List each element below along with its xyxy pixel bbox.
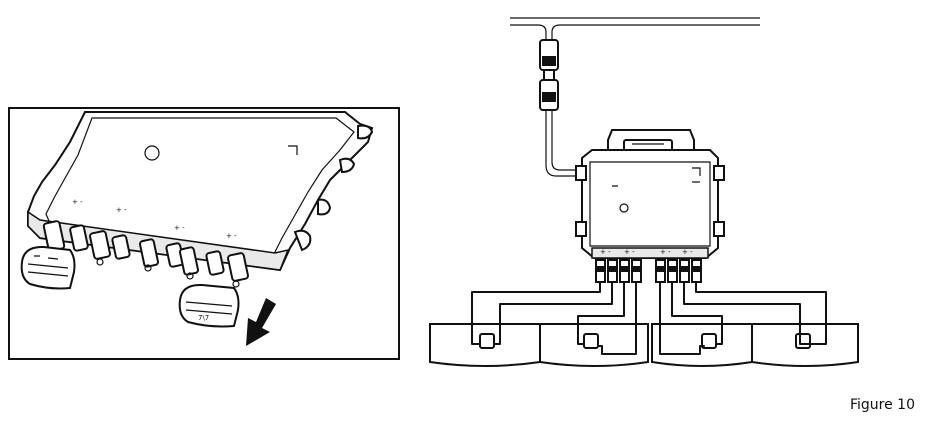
- connector-mark-r3: + -: [660, 248, 671, 256]
- ac-trunk-cable: [510, 17, 760, 40]
- connector-mark-1: + -: [72, 198, 83, 206]
- ac-output-cable: [545, 110, 582, 177]
- down-arrow-icon: [246, 298, 276, 346]
- connector-mark-r4: + -: [682, 248, 693, 256]
- connector-mark-4: + -: [226, 232, 237, 240]
- connector-mark-2: + -: [116, 206, 127, 214]
- cap-label: 7\7: [198, 314, 209, 322]
- figure-caption: Figure 10: [849, 397, 915, 413]
- dc-connectors-right: [595, 259, 702, 283]
- ac-connector: [539, 39, 559, 111]
- microinverter-body-right: + - + - + - + -: [575, 129, 725, 259]
- connector-mark-3: + -: [174, 224, 185, 232]
- sealing-cap-2: 7\7: [178, 283, 240, 328]
- dc-connectors-left: [42, 220, 249, 288]
- dc-cables-overlay: [471, 323, 827, 355]
- connector-mark-r1: + -: [600, 248, 611, 256]
- sealing-cap-1: [20, 245, 76, 290]
- connector-mark-r2: + -: [624, 248, 635, 256]
